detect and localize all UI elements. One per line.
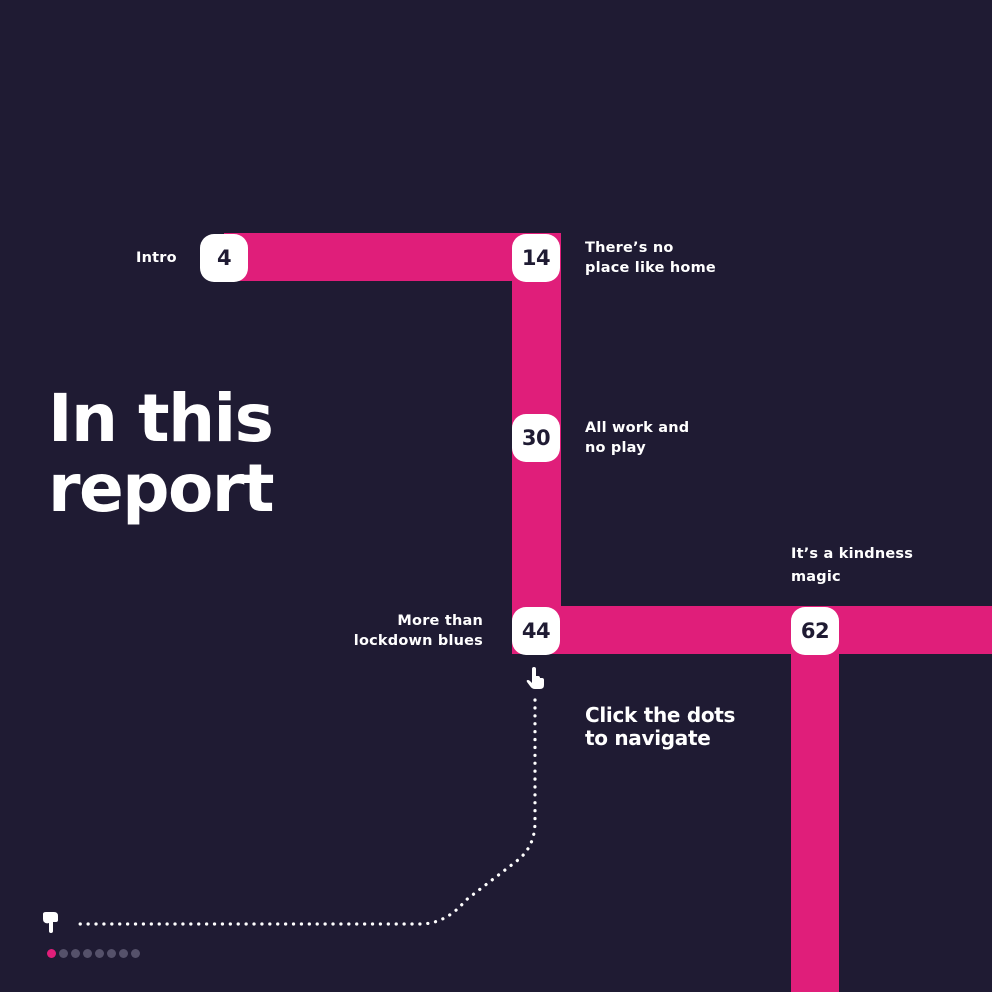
page-dot[interactable] [119, 949, 128, 958]
navigation-hint: Click the dots to navigate [585, 703, 736, 750]
stop-lockdown[interactable]: 44 [512, 607, 560, 655]
page-indicator [47, 949, 140, 958]
track-segment-kindness-down [791, 606, 839, 992]
stop-label-lockdown[interactable]: More than lockdown blues [353, 613, 483, 649]
stop-intro[interactable]: 4 [200, 234, 248, 282]
page-dot[interactable] [107, 949, 116, 958]
page-dot[interactable] [95, 949, 104, 958]
page-title: In this report [48, 380, 275, 527]
page-dot[interactable] [131, 949, 140, 958]
stop-label-home[interactable]: There’s no place like home [585, 240, 716, 276]
stop-label-work[interactable]: All work and no play [585, 420, 690, 456]
stop-label-kindness[interactable]: It’s a kindness magic [791, 546, 914, 585]
track-segment-lockdown-to-edge [512, 606, 992, 654]
pointing-hand-icon [526, 667, 544, 689]
track-segment-intro-to-home [224, 233, 561, 281]
stop-kindness[interactable]: 62 [791, 607, 839, 655]
page-dot[interactable] [59, 949, 68, 958]
stop-label-intro[interactable]: Intro [136, 250, 177, 266]
pointing-hand-icon [43, 912, 58, 933]
page-dot[interactable] [71, 949, 80, 958]
stop-work[interactable]: 30 [512, 414, 560, 462]
stop-home[interactable]: 14 [512, 234, 560, 282]
page-dot[interactable] [83, 949, 92, 958]
page-dot[interactable] [47, 949, 56, 958]
